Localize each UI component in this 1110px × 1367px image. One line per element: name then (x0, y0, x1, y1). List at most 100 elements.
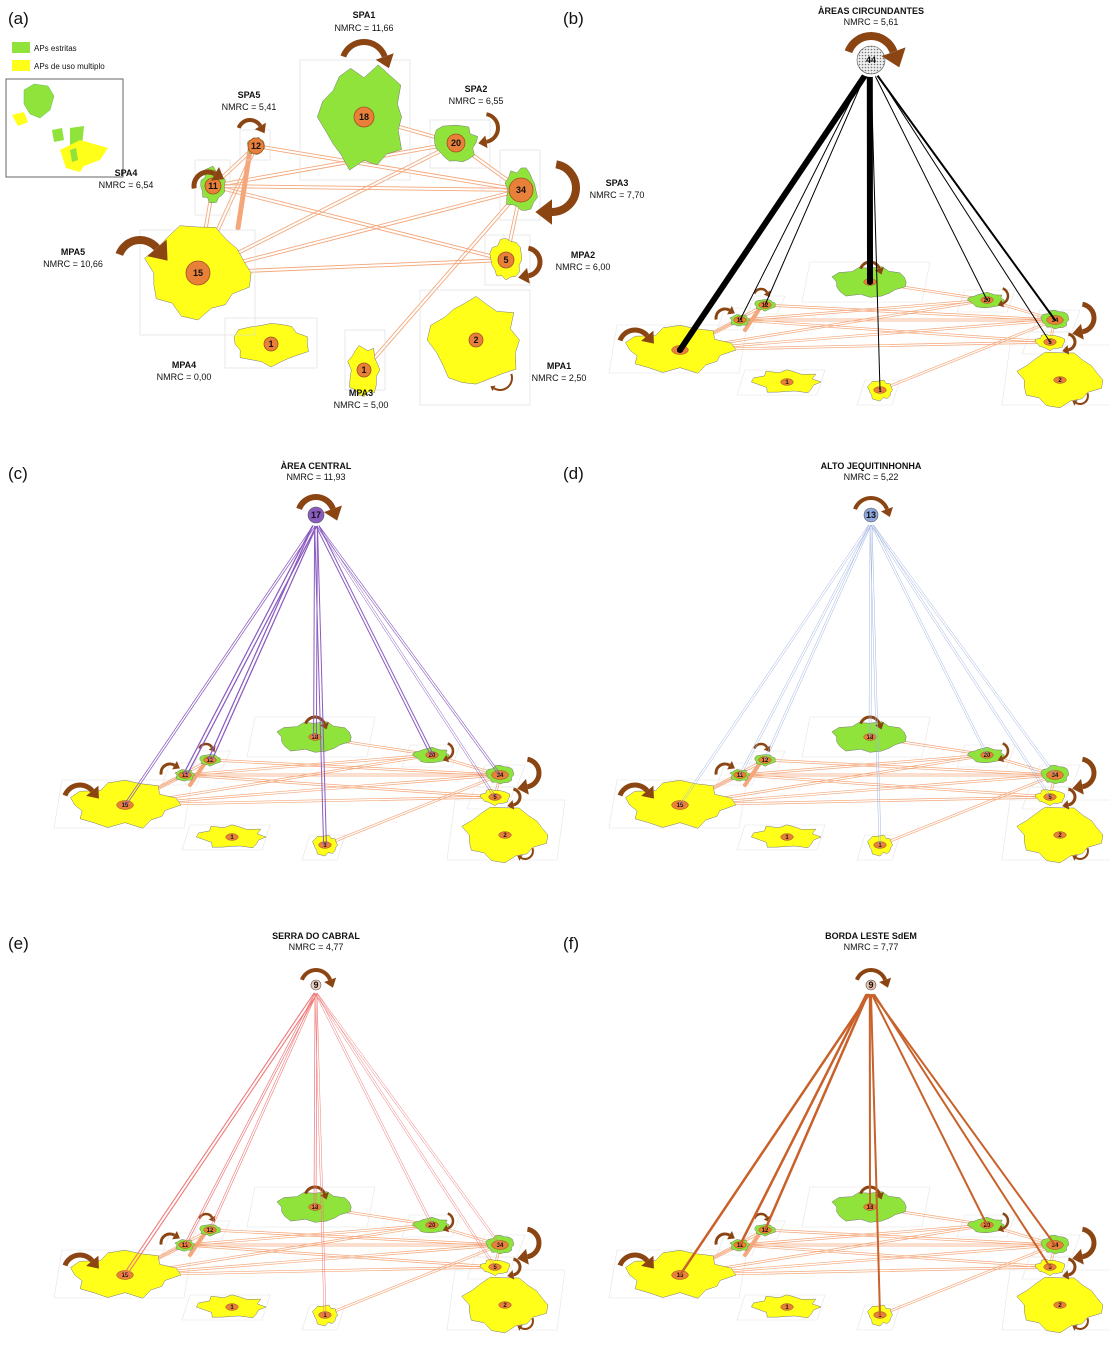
area-frame (716, 1232, 761, 1256)
hub-node (863, 507, 879, 523)
link-stroke (324, 1243, 500, 1315)
node-count: 5 (1048, 1265, 1052, 1271)
node-mpa1: 2 (468, 332, 484, 348)
hub-count: 13 (866, 510, 876, 520)
hub-connection (869, 522, 882, 846)
link-stroke (315, 993, 318, 1208)
node-mpa3: 1 (356, 362, 372, 378)
link-stroke (869, 523, 1055, 776)
node-s3 (491, 770, 509, 780)
link-stroke (871, 522, 1052, 797)
arrow-arc (1067, 332, 1077, 352)
node-m2 (488, 1263, 502, 1271)
arrow-head (507, 800, 515, 810)
area-frame (246, 1186, 376, 1228)
node-mpa2: 5 (497, 251, 515, 269)
link-stroke (185, 523, 319, 777)
node-m3 (318, 841, 332, 849)
area-name: MPA1 (547, 361, 571, 371)
connection-line (185, 773, 500, 777)
node-count: 34 (1052, 1243, 1059, 1249)
node-count: 12 (762, 758, 769, 764)
arrow-arc (62, 782, 95, 797)
connection-line (679, 318, 1056, 352)
arrow-head (375, 53, 394, 69)
area-frame (301, 834, 346, 861)
area-frame (429, 119, 491, 169)
arrow-arc (512, 1257, 522, 1277)
link-stroke (738, 522, 871, 775)
arrow-arc (714, 762, 731, 775)
hub-node (310, 979, 322, 991)
link-stroke (213, 144, 457, 188)
link-stroke (364, 190, 523, 372)
arrow-arc (853, 496, 889, 511)
link-stroke (197, 258, 506, 272)
area-frame (53, 779, 193, 829)
arrow-head (1072, 855, 1078, 861)
link-stroke (680, 1245, 1056, 1277)
link-stroke (125, 1245, 501, 1277)
arrow-arc (304, 1185, 326, 1195)
link-stroke (316, 522, 502, 775)
arrow-arc (1002, 742, 1010, 760)
node-count: 1 (230, 1305, 234, 1311)
area-frame (499, 149, 541, 221)
self-loop-arrow (517, 1226, 542, 1265)
connection-line (362, 188, 523, 372)
node-count: 18 (867, 735, 874, 741)
arrow-arc (617, 782, 650, 797)
arrow-head (874, 721, 884, 730)
connection-line (212, 184, 507, 262)
arrow-head (641, 1255, 654, 1269)
arrow-arc (844, 32, 898, 54)
link-stroke (124, 753, 432, 805)
connection-line (124, 795, 496, 807)
area-frame (401, 1214, 461, 1238)
hub-connection (870, 69, 881, 391)
node-spa1: 18 (353, 106, 375, 128)
arrow-head (254, 122, 266, 134)
link-stroke (880, 775, 1056, 847)
arrow-head (1062, 345, 1070, 355)
self-loop-arrow (535, 160, 580, 225)
area-frame (856, 379, 901, 406)
area-frame (301, 1304, 346, 1331)
node-m5 (671, 800, 689, 810)
arrow-arc (526, 1226, 542, 1260)
hub-connection (872, 69, 1056, 321)
connection-line (679, 795, 1051, 807)
area-frame (1031, 764, 1081, 788)
arrow-head (641, 330, 654, 344)
connection-line (739, 1223, 988, 1247)
panel-title: ALTO JEQUITINHONHA (821, 461, 922, 471)
node-m1 (1053, 831, 1067, 839)
link-stroke (679, 1265, 1050, 1275)
node-count: 34 (516, 185, 526, 195)
connection-line (184, 773, 496, 799)
self-loop-arrow (340, 39, 394, 69)
link-stroke (764, 1230, 1055, 1247)
hub-connection (738, 993, 868, 1247)
self-loop-arrow (304, 1185, 329, 1200)
self-loop-arrow (518, 245, 543, 284)
area-frame (484, 234, 531, 286)
arrow-head (641, 785, 654, 799)
self-loop-arrow (859, 715, 884, 730)
link-stroke (871, 522, 882, 845)
hub-connection (208, 992, 318, 1231)
area-frame (801, 716, 931, 758)
panel-nmrc: NMRC = 5,61 (844, 17, 899, 27)
self-loop-arrow (1072, 847, 1089, 861)
area-name: SPA3 (606, 178, 629, 188)
area-frame (736, 369, 826, 396)
link-stroke (313, 522, 316, 737)
hub-connection (871, 69, 988, 301)
arrow-head (1072, 1325, 1078, 1331)
arrow-arc (447, 1212, 455, 1230)
hub-connection (763, 522, 873, 761)
area-frame (856, 1304, 901, 1331)
link-stroke (123, 991, 316, 1275)
connection-line (879, 318, 1056, 392)
